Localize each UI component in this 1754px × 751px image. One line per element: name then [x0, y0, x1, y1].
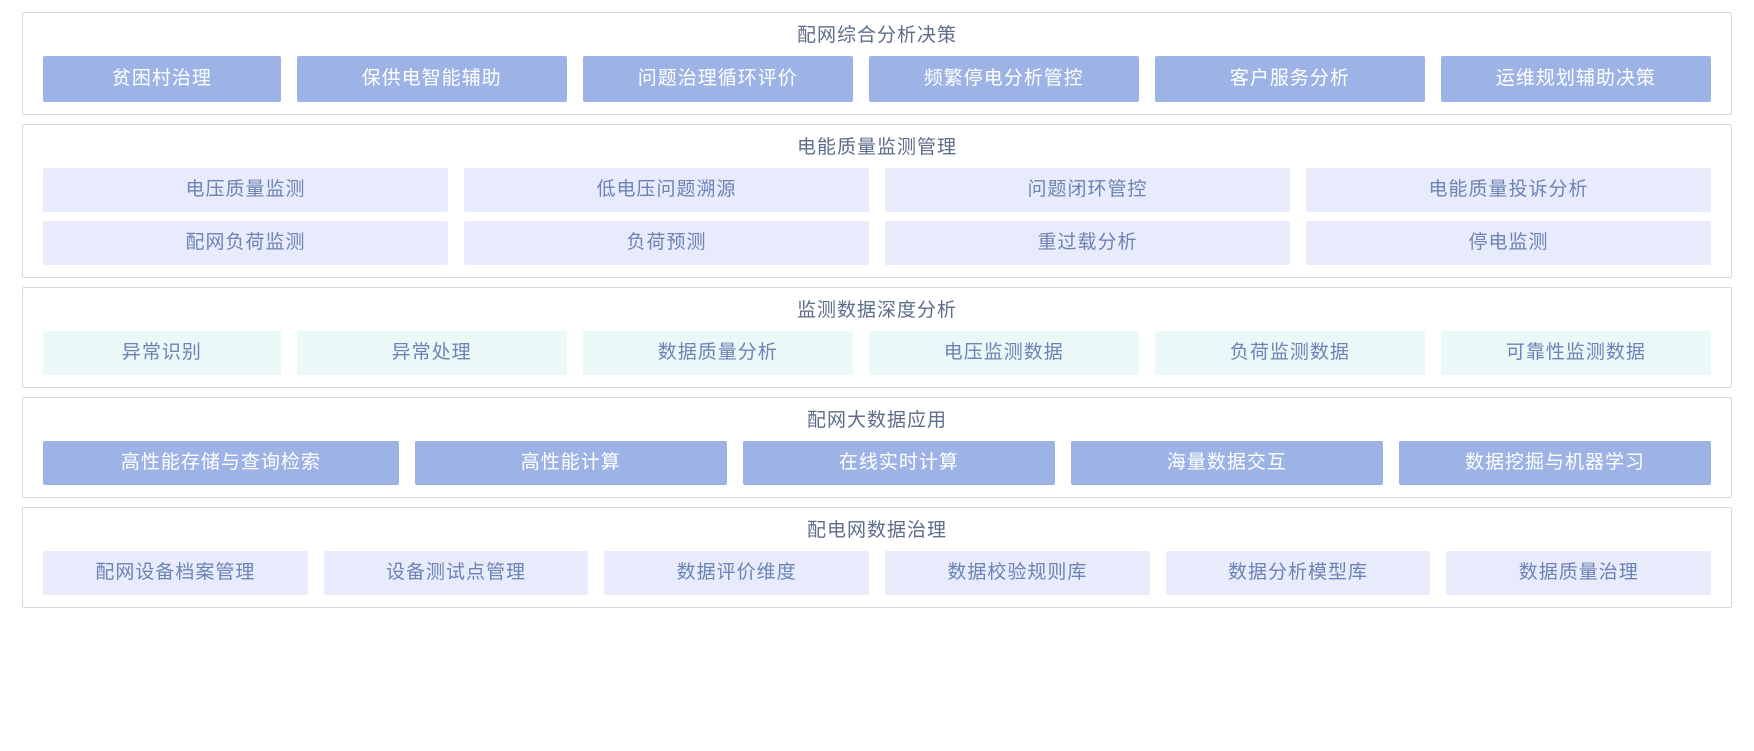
chip-button[interactable]: 低电压问题溯源: [464, 168, 869, 212]
chip-button[interactable]: 电能质量投诉分析: [1306, 168, 1711, 212]
chip-button[interactable]: 数据评价维度: [604, 551, 870, 595]
chip-button[interactable]: 高性能存储与查询检索: [43, 441, 399, 485]
chip-button[interactable]: 异常处理: [296, 331, 567, 375]
chip-button[interactable]: 可靠性监测数据: [1440, 331, 1711, 375]
section-rows: 高性能存储与查询检索 高性能计算 在线实时计算 海量数据交互 数据挖掘与机器学习: [23, 441, 1731, 485]
section-title: 监测数据深度分析: [796, 300, 957, 321]
chip-button[interactable]: 配网设备档案管理: [43, 551, 308, 595]
section-title: 配网综合分析决策: [796, 25, 957, 46]
section-title: 配电网数据治理: [806, 520, 947, 541]
chip-button[interactable]: 电压质量监测: [43, 168, 448, 212]
chip-button[interactable]: 负荷监测数据: [1154, 331, 1425, 375]
section-card-monitoring-data-deep-analysis: 监测数据深度分析 异常识别 异常处理 数据质量分析 电压监测数据 负荷监测数据 …: [22, 287, 1732, 388]
chip-button[interactable]: 高性能计算: [414, 441, 727, 485]
section-card-distribution-analysis-decision: 配网综合分析决策 贫困村治理 保供电智能辅助 问题治理循环评价 频繁停电分析管控…: [22, 12, 1732, 115]
chip-button[interactable]: 海量数据交互: [1070, 441, 1383, 485]
chip-row: 贫困村治理 保供电智能辅助 问题治理循环评价 频繁停电分析管控 客户服务分析 运…: [43, 56, 1711, 102]
chip-button[interactable]: 数据质量分析: [582, 331, 853, 375]
chip-button[interactable]: 贫困村治理: [43, 56, 281, 102]
section-card-power-quality-monitoring: 电能质量监测管理 电压质量监测 低电压问题溯源 问题闭环管控 电能质量投诉分析 …: [22, 124, 1732, 278]
chip-row: 电压质量监测 低电压问题溯源 问题闭环管控 电能质量投诉分析: [43, 168, 1711, 212]
chip-button[interactable]: 数据校验规则库: [885, 551, 1150, 595]
chip-button[interactable]: 问题治理循环评价: [582, 56, 853, 102]
chip-button[interactable]: 停电监测: [1306, 221, 1711, 265]
chip-row: 配网设备档案管理 设备测试点管理 数据评价维度 数据校验规则库 数据分析模型库 …: [43, 551, 1712, 595]
chip-button[interactable]: 客户服务分析: [1154, 56, 1425, 102]
chip-button[interactable]: 异常识别: [43, 331, 281, 375]
chip-row: 配网负荷监测 负荷预测 重过载分析 停电监测: [43, 221, 1711, 265]
chip-button[interactable]: 问题闭环管控: [885, 168, 1290, 212]
section-title: 配网大数据应用: [806, 410, 947, 431]
chip-button[interactable]: 运维规划辅助决策: [1440, 56, 1711, 102]
section-card-big-data-application: 配网大数据应用 高性能存储与查询检索 高性能计算 在线实时计算 海量数据交互 数…: [22, 397, 1732, 498]
chip-row: 异常识别 异常处理 数据质量分析 电压监测数据 负荷监测数据 可靠性监测数据: [43, 331, 1711, 375]
chip-button[interactable]: 频繁停电分析管控: [868, 56, 1139, 102]
chip-button[interactable]: 数据挖掘与机器学习: [1398, 441, 1711, 485]
chip-button[interactable]: 配网负荷监测: [43, 221, 448, 265]
chip-button[interactable]: 电压监测数据: [868, 331, 1139, 375]
chip-button[interactable]: 数据分析模型库: [1165, 551, 1431, 595]
section-title: 电能质量监测管理: [796, 137, 957, 158]
chip-button[interactable]: 在线实时计算: [742, 441, 1055, 485]
chip-button[interactable]: 负荷预测: [464, 221, 869, 265]
chip-button[interactable]: 数据质量治理: [1446, 551, 1712, 595]
section-card-distribution-network-data-governance: 配电网数据治理 配网设备档案管理 设备测试点管理 数据评价维度 数据校验规则库 …: [22, 507, 1732, 608]
chip-row: 高性能存储与查询检索 高性能计算 在线实时计算 海量数据交互 数据挖掘与机器学习: [43, 441, 1711, 485]
section-rows: 配网设备档案管理 设备测试点管理 数据评价维度 数据校验规则库 数据分析模型库 …: [23, 551, 1731, 595]
section-rows: 异常识别 异常处理 数据质量分析 电压监测数据 负荷监测数据 可靠性监测数据: [23, 331, 1731, 375]
chip-button[interactable]: 保供电智能辅助: [296, 56, 567, 102]
section-rows: 电压质量监测 低电压问题溯源 问题闭环管控 电能质量投诉分析 配网负荷监测 负荷…: [23, 168, 1731, 265]
chip-button[interactable]: 设备测试点管理: [323, 551, 589, 595]
chip-button[interactable]: 重过载分析: [885, 221, 1290, 265]
section-rows: 贫困村治理 保供电智能辅助 问题治理循环评价 频繁停电分析管控 客户服务分析 运…: [23, 56, 1731, 102]
